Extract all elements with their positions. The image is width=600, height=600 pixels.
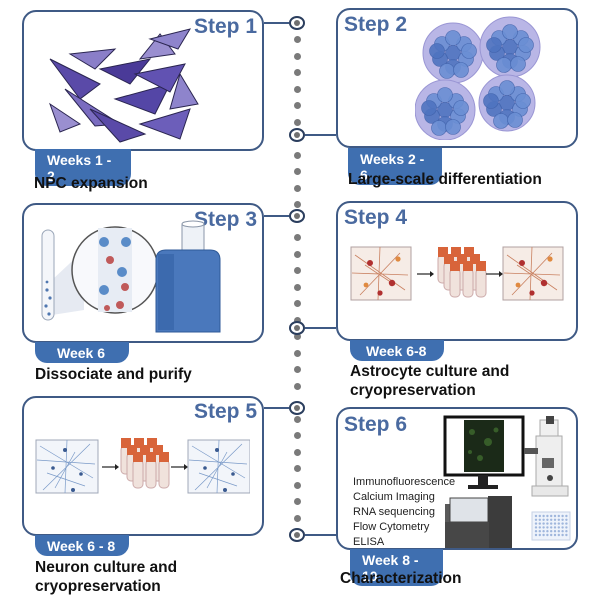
timeline-dot <box>293 69 301 76</box>
arrow-right-icon <box>171 464 188 470</box>
step-5-caption-line-1: Neuron culture and <box>35 559 178 576</box>
timeline-node-step-2 <box>289 128 305 142</box>
timeline-dot <box>293 36 301 43</box>
arrow-right-icon <box>417 271 434 277</box>
timeline-dot <box>293 448 301 456</box>
astrocyte-cryo-illustration <box>350 246 564 301</box>
arrow-right-icon <box>102 464 119 470</box>
neuron-cryo-illustration <box>35 438 250 494</box>
step-3-title: Step 3 <box>194 208 258 231</box>
timeline-connector-step-5 <box>264 407 289 409</box>
timeline-connector-step-4 <box>305 327 336 329</box>
method-item: RNA sequencing <box>353 506 435 518</box>
step-4-period-badge: Week 6-8 <box>350 340 444 361</box>
timeline-dot <box>293 151 301 159</box>
timeline-dot <box>293 118 301 126</box>
step-6-title: Step 6 <box>344 413 408 436</box>
monitor-icon <box>443 415 525 489</box>
timeline-dot <box>293 498 301 505</box>
timeline-connector-step-2 <box>305 134 336 136</box>
timeline-dot <box>293 333 301 340</box>
step-5-period-badge: Week 6 - 8 <box>35 535 129 556</box>
timeline-node-step-1 <box>289 16 305 30</box>
timeline-node-step-5 <box>289 401 305 415</box>
cell-spheroids-illustration <box>415 16 541 140</box>
method-item: Flow Cytometry <box>353 521 430 533</box>
timeline-dot <box>293 415 301 423</box>
timeline-dot <box>293 283 301 291</box>
timeline-dot <box>293 382 301 390</box>
cryo-vials-icon <box>120 438 170 489</box>
timeline-dot <box>293 316 301 324</box>
cryo-vials-icon <box>437 247 487 298</box>
timeline-dot <box>293 366 301 373</box>
step-4-caption-line-1: Astrocyte culture and <box>350 363 510 380</box>
timeline-dot <box>293 234 301 241</box>
step-5-caption-line-2: cryopreservation <box>35 578 161 595</box>
method-item: Immunofluorescence <box>353 476 456 488</box>
step-6-period-badge: Week 8 - 10 <box>350 549 443 586</box>
timeline-dot <box>293 300 301 307</box>
timeline-dot <box>293 465 301 472</box>
step-1-caption: NPC expansion <box>34 175 148 192</box>
step-3-caption: Dissociate and purify <box>35 366 192 383</box>
method-item: ELISA <box>353 536 385 548</box>
timeline-dot <box>293 250 301 258</box>
step-5-title: Step 5 <box>194 400 258 423</box>
imaging-and-analysis-equipment-illustration <box>443 415 571 548</box>
characterization-methods-list: Immunofluorescence Calcium Imaging RNA s… <box>353 475 455 550</box>
timeline-dot <box>293 267 301 274</box>
timeline-dot <box>293 481 301 489</box>
timeline-node-step-4 <box>289 321 305 335</box>
timeline-dot <box>293 349 301 357</box>
step-4-caption-line-2: cryopreservation <box>350 382 476 399</box>
timeline-node-step-6 <box>289 528 305 542</box>
step-1-period-badge: Weeks 1 - 2 <box>35 149 131 186</box>
well-plate-icon <box>531 511 571 541</box>
timeline-dot <box>293 102 301 109</box>
timeline-dot <box>293 85 301 93</box>
step-1-panel <box>22 10 264 151</box>
timeline-dot <box>293 52 301 60</box>
timeline-connector-step-1 <box>264 22 289 24</box>
arrow-right-icon <box>486 271 503 277</box>
step-2-caption: Large-scale differentiation <box>348 171 542 188</box>
tube-and-sorter-illustration <box>41 220 221 333</box>
timeline-dot <box>293 184 301 192</box>
step-3-period-badge: Week 6 <box>35 342 129 363</box>
timeline-dot <box>293 432 301 439</box>
step-1-title: Step 1 <box>194 15 258 38</box>
neuron-culture-before <box>35 439 99 494</box>
timeline-node-step-3 <box>289 209 305 223</box>
timeline-dot <box>293 514 301 522</box>
sequencer-icon <box>445 496 512 548</box>
microscope-icon <box>524 416 569 497</box>
method-item: Calcium Imaging <box>353 491 435 503</box>
neural-progenitor-cells-illustration <box>49 28 199 143</box>
step-6-caption: Characterization <box>340 570 462 587</box>
timeline-connector-step-3 <box>264 215 289 217</box>
step-4-title: Step 4 <box>344 206 408 229</box>
timeline-dot <box>293 201 301 208</box>
timeline-connector-step-6 <box>305 534 336 536</box>
astrocyte-culture-after <box>502 246 564 301</box>
step-2-title: Step 2 <box>344 13 408 36</box>
step-2-period-badge: Weeks 2 - 6 <box>348 148 442 185</box>
astrocyte-culture-before <box>350 246 412 301</box>
neuron-culture-after <box>187 439 250 494</box>
timeline-dot <box>293 168 301 175</box>
